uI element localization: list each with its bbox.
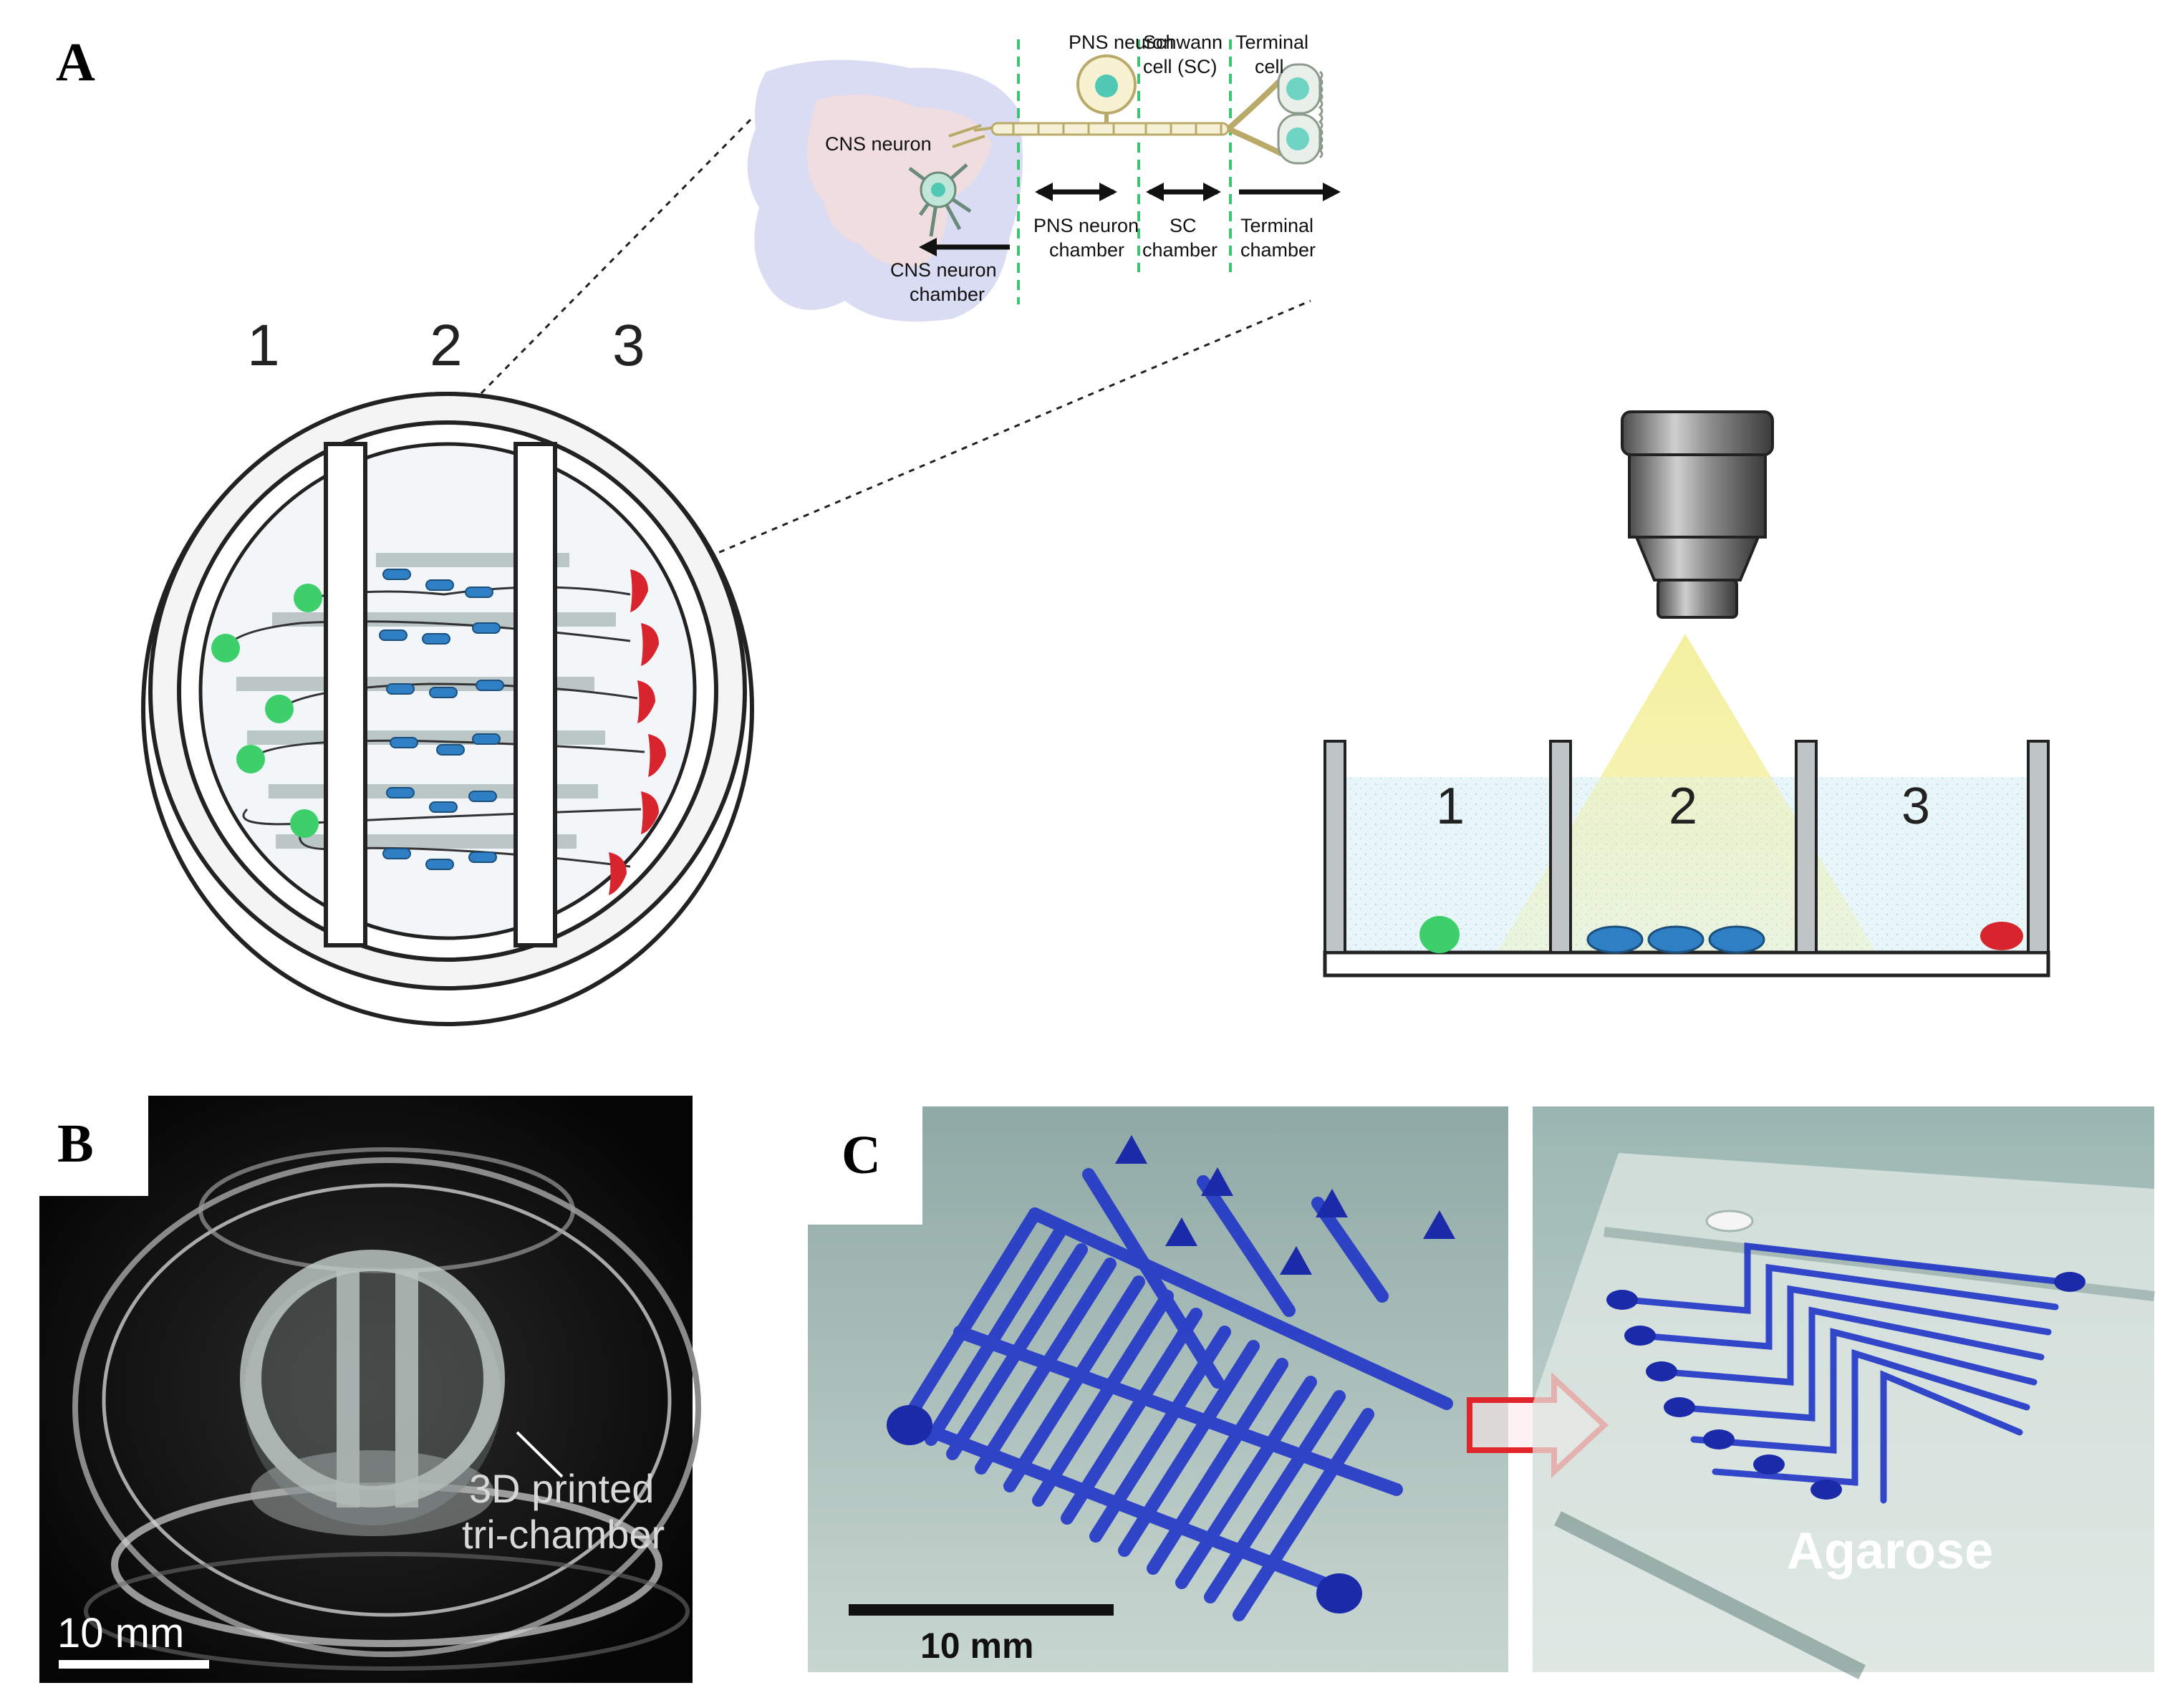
label-terminal-chamber-line1: Terminal (1240, 215, 1313, 236)
printed-scaffold-pegs (887, 1135, 1455, 1613)
label-pns-neuron: PNS neuron (1069, 32, 1174, 53)
label-schwann-line1: Schwann (1143, 32, 1223, 53)
pointer-line (516, 1431, 564, 1478)
panel-c-letter: C (842, 1125, 881, 1185)
embedded-channels (1622, 1242, 2066, 1504)
microscope-objective-icon (1621, 410, 1774, 619)
side-wall-2 (1549, 740, 1572, 954)
label-schwann-line2: cell (SC) (1143, 56, 1217, 77)
label-terminal-cell-line2: cell (1255, 56, 1284, 77)
label-pns-chamber-line2: chamber (1049, 239, 1124, 261)
side-schwann-cells (1586, 925, 1765, 954)
chamber-base (1323, 950, 2050, 978)
pns-neuron-icon (1076, 54, 1137, 115)
label-terminal-cell-line1: Terminal (1235, 32, 1308, 53)
scale-bar-label-c: 10 mm (920, 1626, 1033, 1666)
scale-bar-label-b: 10 mm (57, 1610, 184, 1656)
scale-bar-b (59, 1660, 209, 1669)
panel-b-label-box (39, 1096, 148, 1196)
label-sc-chamber-line2: chamber (1142, 239, 1217, 261)
schwann-cells (379, 569, 504, 870)
label-pns-chamber-line1: PNS neuron (1033, 215, 1139, 236)
label-agarose: Agarose (1787, 1523, 1993, 1580)
tri-chamber-dish (141, 392, 754, 1026)
side-wall-3 (1795, 740, 1818, 954)
side-cns-neuron (1419, 916, 1460, 953)
cns-neuron-icon (908, 163, 972, 237)
scale-bar-c (849, 1604, 1114, 1616)
chamber-wall-right (513, 442, 557, 947)
inset-arrows (919, 183, 1341, 256)
channel-reservoirs (1606, 1272, 2086, 1500)
dish-number-3: 3 (612, 313, 645, 378)
panel-c-label-box (808, 1106, 922, 1225)
side-number-3: 3 (1901, 778, 1930, 835)
panel-a: A (56, 32, 2050, 1026)
label-cns-chamber-line2: chamber (910, 284, 985, 305)
zoom-line-right (687, 299, 1311, 567)
terminal-cell-icon (1226, 63, 1323, 165)
side-wall-4 (2027, 740, 2050, 954)
label-cns-chamber-line1: CNS neuron (890, 259, 997, 281)
side-wall-1 (1323, 740, 1346, 954)
side-terminal-cell (1980, 922, 2023, 950)
label-3d-printed: 3D printed (469, 1466, 654, 1511)
panel-c: Agarose 10 mm C (808, 1106, 2155, 1679)
label-sc-chamber-line1: SC (1170, 215, 1197, 236)
agarose-block (1533, 1153, 2155, 1679)
side-view-setup: 1 2 3 (1323, 410, 2050, 978)
dish-number-2: 2 (430, 313, 463, 378)
panel-b-letter: B (57, 1114, 94, 1174)
chamber-wall-left (324, 442, 367, 947)
tri-chamber-insert-photo (240, 1250, 505, 1536)
axon-icon (948, 104, 1230, 148)
label-cns-neuron: CNS neuron (825, 133, 932, 155)
grey-matter-shape (807, 95, 992, 266)
side-number-2: 2 (1669, 778, 1697, 835)
dish-number-1: 1 (247, 313, 280, 378)
printed-scaffold (900, 1168, 1453, 1621)
side-number-1: 1 (1436, 778, 1465, 835)
panel-b: 3D printed tri-chamber 10 mm B (39, 1096, 701, 1683)
neuron-inset: PNS neuron Schwann cell (SC) Terminal ce… (747, 32, 1341, 322)
panel-a-letter: A (56, 32, 95, 92)
label-terminal-chamber-line2: chamber (1240, 239, 1316, 261)
terminal-cells (609, 569, 666, 895)
cns-neurons (211, 584, 322, 838)
label-tri-chamber: tri-chamber (462, 1512, 665, 1557)
